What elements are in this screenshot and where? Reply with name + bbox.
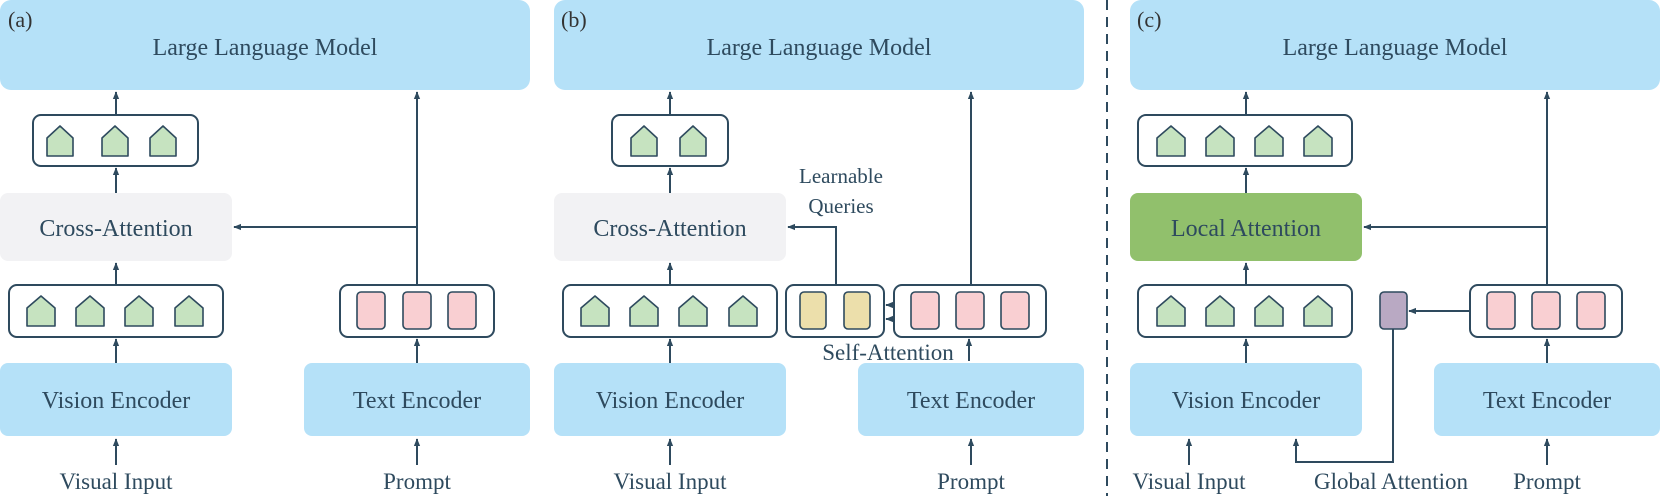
visual-token — [728, 295, 758, 327]
vision-encoder-box — [554, 363, 786, 436]
text-token — [1000, 291, 1030, 330]
cross-attention-box — [0, 193, 232, 261]
visual-token — [46, 125, 74, 157]
arrows — [112, 91, 421, 465]
local-attention-label: Local Attention — [1171, 216, 1321, 242]
visual-token — [1303, 125, 1333, 157]
cross-attention-label: Cross-Attention — [593, 216, 746, 242]
llm-label: Large Language Model — [707, 35, 932, 61]
visual-token — [678, 295, 708, 327]
learnable-queries-label: Learnable — [799, 164, 883, 188]
query-tokens — [799, 291, 871, 330]
cross-attention-box — [554, 193, 786, 261]
prompt-label: Prompt — [383, 469, 451, 494]
vision-encoder-label: Vision Encoder — [1172, 388, 1321, 414]
visual-token — [101, 125, 129, 157]
visual-token — [580, 295, 610, 327]
visual-tokens — [580, 295, 758, 327]
text-encoder-label: Text Encoder — [907, 388, 1035, 414]
learnable-queries-label: Queries — [808, 194, 873, 218]
query-token — [799, 291, 827, 330]
visual-token — [1254, 295, 1284, 327]
panel-tag: (c) — [1137, 7, 1161, 32]
llm-box — [554, 0, 1084, 90]
visual-token — [1156, 295, 1186, 327]
visual-token — [1303, 295, 1333, 327]
panel-c: (c) Large Language Model Local Attention… — [1130, 0, 1660, 494]
text-token — [1576, 291, 1606, 330]
text-token — [447, 291, 477, 330]
panel-tag: (b) — [561, 7, 587, 32]
query-token — [843, 291, 871, 330]
output-tokens — [1156, 125, 1333, 157]
text-token — [910, 291, 940, 330]
prompt-label: Prompt — [1513, 469, 1581, 494]
arrows — [666, 91, 975, 465]
cross-attention-label: Cross-Attention — [39, 216, 192, 242]
visual-token — [1156, 125, 1186, 157]
panel-tag: (a) — [8, 7, 32, 32]
output-tokens — [46, 125, 177, 157]
output-tokens — [630, 125, 707, 157]
visual-token — [1205, 295, 1235, 327]
text-token — [356, 291, 386, 330]
llm-box — [1130, 0, 1660, 90]
text-tokens — [910, 291, 1030, 330]
output-token-group — [611, 114, 729, 167]
vision-encoder-label: Vision Encoder — [42, 388, 191, 414]
visual-token — [630, 125, 658, 157]
visual-tokens — [26, 295, 204, 327]
visual-tokens — [1156, 295, 1333, 327]
visual-token — [1205, 125, 1235, 157]
prompt-label: Prompt — [937, 469, 1005, 494]
visual-input-label: Visual Input — [1133, 469, 1247, 494]
self-attention-label: Self-Attention — [822, 340, 954, 365]
global-attention-label: Global Attention — [1314, 469, 1468, 494]
vision-encoder-label: Vision Encoder — [596, 388, 745, 414]
text-token — [1486, 291, 1516, 330]
visual-token — [124, 295, 154, 327]
panel-b: (b) Large Language Model Cross-Attention… — [554, 0, 1084, 494]
visual-token — [679, 125, 707, 157]
text-encoder-label: Text Encoder — [353, 388, 481, 414]
visual-token — [629, 295, 659, 327]
local-attention-box — [1130, 193, 1362, 261]
visual-input-label: Visual Input — [60, 469, 174, 494]
llm-label: Large Language Model — [153, 35, 378, 61]
visual-token — [1254, 125, 1284, 157]
text-tokens — [1486, 291, 1606, 330]
global-token — [1379, 291, 1408, 330]
panel-a: (a) Large Language Model Cross-Attention… — [0, 0, 530, 494]
llm-box — [0, 0, 530, 90]
visual-token — [75, 295, 105, 327]
vision-encoder-box — [1130, 363, 1362, 436]
llm-label: Large Language Model — [1283, 35, 1508, 61]
visual-token — [26, 295, 56, 327]
text-tokens — [356, 291, 477, 330]
vision-encoder-box — [0, 363, 232, 436]
text-encoder-box — [304, 363, 530, 436]
text-encoder-label: Text Encoder — [1483, 388, 1611, 414]
text-encoder-box — [1434, 363, 1660, 436]
visual-input-label: Visual Input — [614, 469, 728, 494]
text-token — [1531, 291, 1561, 330]
text-token — [402, 291, 432, 330]
text-token — [955, 291, 985, 330]
visual-token — [174, 295, 204, 327]
visual-token — [149, 125, 177, 157]
text-encoder-box — [858, 363, 1084, 436]
arrows — [1185, 91, 1551, 465]
